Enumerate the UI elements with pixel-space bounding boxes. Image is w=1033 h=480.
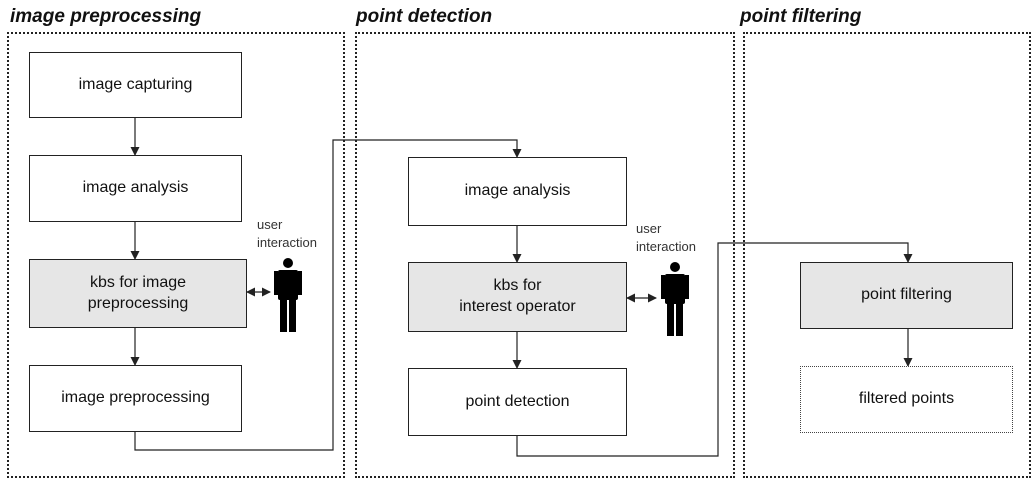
- person-icon: [661, 262, 689, 336]
- user-interaction-label: user interaction: [636, 221, 696, 254]
- edge-detection-to-filtering: [516, 242, 913, 457]
- node-image-capturing: image capturing: [29, 52, 242, 118]
- stage-title-point-filtering: point filtering: [740, 6, 862, 27]
- node-image-preprocessing: image preprocessing: [29, 365, 242, 432]
- stage-panel-image-preprocessing: [7, 32, 345, 478]
- node-image-analysis: image analysis: [408, 157, 627, 226]
- person-icon: [274, 258, 302, 332]
- node-filtered-points: filtered points: [800, 366, 1013, 433]
- node-kbs-image-preprocessing: kbs for image preprocessing: [29, 259, 247, 328]
- stage-title-point-detection: point detection: [356, 6, 493, 27]
- user-interaction-label: user interaction: [257, 217, 317, 250]
- node-point-detection: point detection: [408, 368, 627, 436]
- edge-preprocessing-to-analysis2: [134, 139, 522, 451]
- node-kbs-interest-operator: kbs for interest operator: [408, 262, 627, 332]
- node-point-filtering: point filtering: [800, 262, 1013, 329]
- stage-panel-point-filtering: [743, 32, 1031, 478]
- stage-title-image-preprocessing: image preprocessing: [10, 6, 202, 27]
- node-image-analysis: image analysis: [29, 155, 242, 222]
- stage-panel-point-detection: [355, 32, 735, 478]
